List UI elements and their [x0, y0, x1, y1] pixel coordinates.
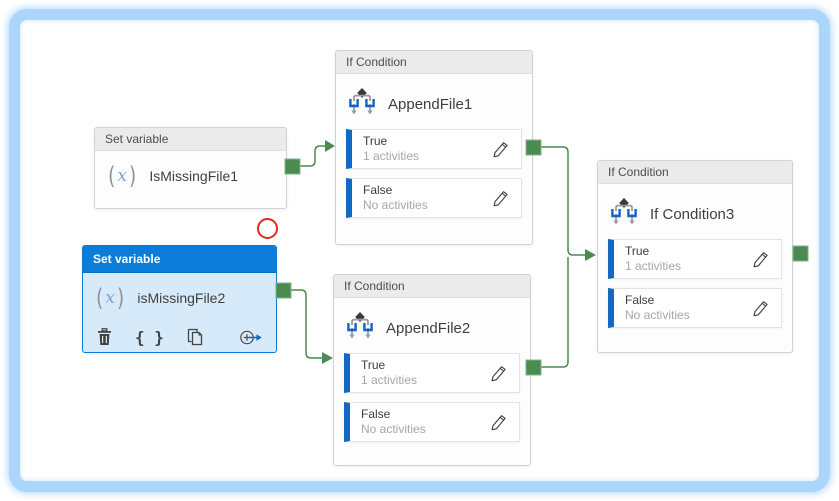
branch-activity-count: No activities	[363, 198, 428, 212]
branch-false[interactable]: False No activities	[344, 402, 520, 442]
set-variable-icon: (x)	[96, 284, 125, 312]
branch-true[interactable]: True 1 activities	[608, 239, 782, 279]
branch-label: True	[361, 358, 386, 372]
edit-pencil-icon[interactable]	[490, 414, 507, 431]
delete-icon[interactable]	[97, 328, 112, 346]
edit-pencil-icon[interactable]	[752, 300, 769, 317]
activity-name: AppendFile2	[386, 319, 471, 337]
red-circle-annotation	[257, 218, 278, 239]
copy-icon[interactable]	[187, 328, 203, 346]
edit-pencil-icon[interactable]	[492, 141, 509, 158]
activity-type-label: If Condition	[598, 161, 792, 184]
edit-pencil-icon[interactable]	[492, 190, 509, 207]
activity-if-condition-3[interactable]: If Condition If Condition3 True 1 activi…	[597, 160, 793, 353]
branch-false[interactable]: False No activities	[608, 288, 782, 328]
activity-type-label: If Condition	[334, 275, 530, 298]
activity-name: IsMissingFile1	[149, 168, 239, 184]
arrowhead-into-if2	[322, 352, 333, 364]
activity-toolbar: { }	[97, 325, 262, 349]
activity-type-label: Set variable	[95, 128, 286, 151]
activity-if-condition-1[interactable]: If Condition AppendFile1 True 1 activiti…	[335, 50, 533, 245]
if-condition-icon	[348, 87, 376, 122]
connector-if2-to-if3	[541, 257, 569, 368]
branch-label: False	[363, 183, 393, 197]
add-output-icon[interactable]	[239, 329, 262, 346]
if-condition-icon	[346, 311, 374, 346]
set-variable-icon: (x)	[108, 162, 137, 190]
activity-name: AppendFile1	[388, 95, 473, 113]
branch-label: True	[363, 134, 388, 148]
connector-if1-to-if3	[541, 146, 585, 256]
branch-activity-count: No activities	[361, 422, 426, 436]
activity-type-label: Set variable	[83, 246, 276, 273]
branch-label: False	[625, 293, 655, 307]
branch-activity-count: 1 activities	[625, 259, 682, 273]
arrowhead-into-if3	[585, 249, 596, 261]
connector-sv1-to-if1	[300, 145, 325, 167]
braces-icon[interactable]: { }	[135, 327, 164, 347]
branch-true[interactable]: True 1 activities	[344, 353, 520, 393]
output-port-sv2[interactable]	[275, 282, 292, 299]
if-condition-icon	[610, 197, 638, 232]
branch-true[interactable]: True 1 activities	[346, 129, 522, 169]
output-port-sv1[interactable]	[284, 158, 301, 175]
connector-sv2-to-if2	[291, 289, 322, 359]
activity-if-condition-2[interactable]: If Condition AppendFile2 True 1 activiti…	[333, 274, 531, 466]
branch-false[interactable]: False No activities	[346, 178, 522, 218]
activity-name: If Condition3	[650, 205, 735, 223]
output-port-if3[interactable]	[792, 245, 809, 262]
activity-name: isMissingFile2	[137, 290, 226, 306]
branch-activity-count: No activities	[625, 308, 690, 322]
branch-activity-count: 1 activities	[363, 149, 420, 163]
branch-activity-count: 1 activities	[361, 373, 418, 387]
activity-type-label: If Condition	[336, 51, 532, 74]
edit-pencil-icon[interactable]	[752, 251, 769, 268]
branch-label: True	[625, 244, 650, 258]
activity-set-variable-2[interactable]: Set variable (x) isMissingFile2 { }	[82, 245, 277, 353]
branch-label: False	[361, 407, 391, 421]
arrowhead-into-if1	[325, 140, 335, 152]
edit-pencil-icon[interactable]	[490, 365, 507, 382]
activity-set-variable-1[interactable]: Set variable (x) IsMissingFile1	[94, 127, 287, 209]
